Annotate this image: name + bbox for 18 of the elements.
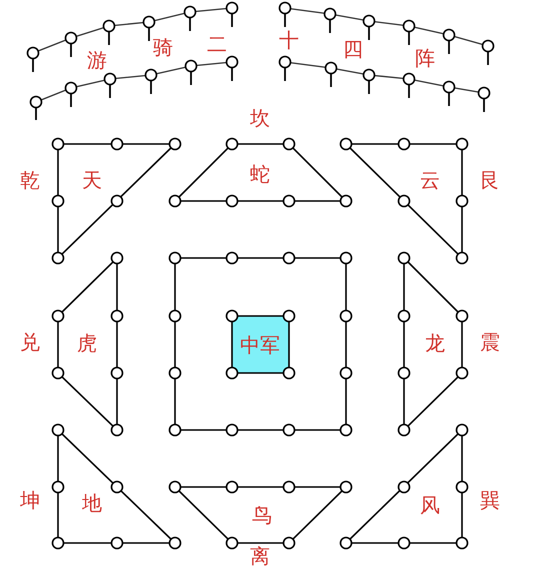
trigram-label: 震 [480,331,500,353]
formation-label: 鸟 [252,504,272,526]
trigram-label: 乾 [20,169,40,191]
formation-label: 天 [82,169,102,191]
formation-label: 虎 [77,332,97,354]
formation-label: 蛇 [250,163,270,185]
trigram-label: 坤 [20,489,40,511]
trigram-label: 离 [250,545,270,566]
trigram-label: 艮 [480,169,500,191]
formation-label: 地 [82,492,102,514]
trigram-label: 兑 [20,331,40,353]
formation-label: 龙 [425,332,445,354]
trigram-label: 坎 [250,107,270,129]
title: 游骑二十四阵 [86,28,436,72]
formation-label: 云 [420,169,440,191]
formation-label: 风 [420,494,440,516]
formation-label: 中军 [240,334,280,356]
trigram-label: 巽 [480,489,500,511]
